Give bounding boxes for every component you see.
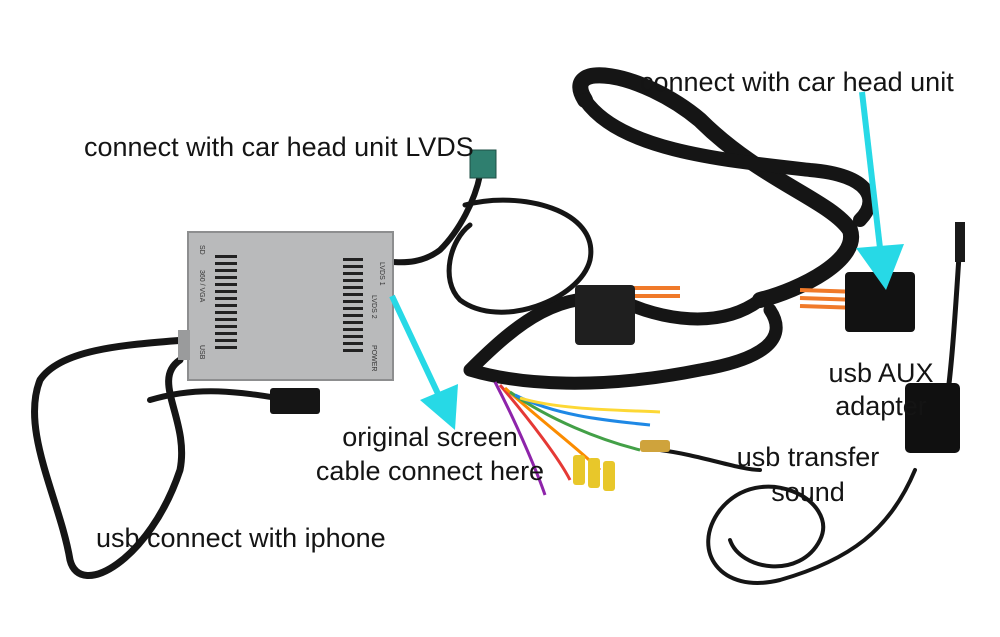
audio-cable: [658, 448, 762, 472]
main-loom: [572, 67, 860, 308]
arrow-head-unit-shaft: [859, 91, 883, 249]
rca-yellow-1: [573, 455, 585, 485]
aux-coil: [706, 468, 917, 585]
label-usb-aux-line2: adapter: [835, 391, 927, 421]
arrow-screen-tip: [420, 384, 458, 430]
rca-yellow-2: [588, 458, 600, 488]
port-label-vga: 360 / VGA: [198, 270, 205, 303]
aux-jack: [955, 222, 965, 262]
label-original-screen-line1: original screen: [342, 422, 518, 452]
right-vent: [343, 258, 363, 352]
label-original-screen-line2: cable connect here: [315, 456, 545, 486]
label-usb-transfer-line2: sound: [771, 477, 845, 507]
usb-cable: [31, 336, 189, 579]
main-loom-upper: [578, 93, 877, 227]
cable-harness: [31, 67, 963, 585]
arrow-head-unit-tip: [856, 244, 904, 290]
annotation-arrows: [389, 91, 904, 430]
label-usb-transfer-line1: usb transfer: [736, 442, 880, 472]
label-usb-aux-line1: usb AUX: [828, 358, 934, 388]
port-label-lvds1: LVDS 1: [378, 262, 385, 286]
quadlock-connector: [575, 285, 635, 345]
lvds-loop-cable: [446, 197, 594, 315]
rca-yellow-3: [603, 461, 615, 491]
audio-plug: [640, 440, 670, 452]
head-unit-connector: [845, 272, 915, 332]
left-vent: [215, 255, 237, 349]
port-label-power: POWER: [370, 345, 377, 371]
port-label-usb: USB: [198, 345, 205, 360]
label-head-unit-lvds: connect with car head unit LVDS: [84, 132, 474, 162]
usb-socket: [270, 388, 320, 414]
port-label-sd: SD: [198, 245, 205, 255]
connectors: [270, 149, 965, 491]
aux-adapter-box: [905, 383, 960, 453]
main-loom-lower: [463, 291, 783, 390]
label-head-unit: connect with car head unit: [640, 67, 954, 97]
port-label-lvds2: LVDS 2: [370, 295, 377, 319]
label-usb-iphone: usb connect with iphone: [96, 523, 386, 553]
interface-box: LVDS 1 LVDS 2 POWER 360 / VGA USB SD: [178, 231, 394, 381]
arrow-screen-shaft: [389, 294, 443, 400]
lvds-plug: [469, 149, 497, 179]
lvds-lead: [389, 172, 483, 266]
